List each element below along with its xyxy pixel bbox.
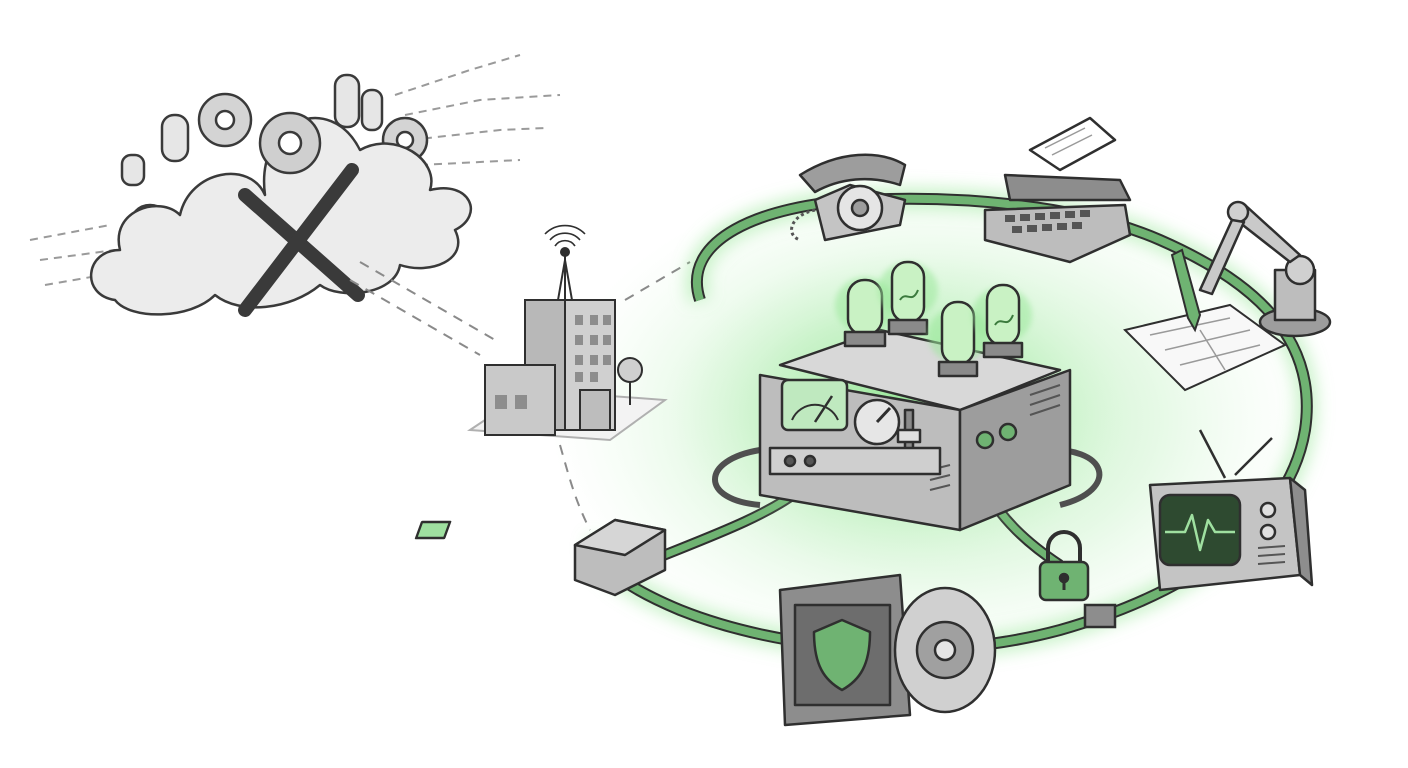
- office-building: [467, 224, 668, 442]
- vault-safe-icon: [778, 573, 997, 727]
- shield-icon: [812, 618, 872, 692]
- cable-connector-box-icon: [414, 518, 667, 597]
- cloud-cluster: [29, 54, 561, 317]
- retro-tv-icon: [1148, 429, 1314, 592]
- broken-links: [349, 261, 691, 531]
- cable-connector-box-icon: [1083, 603, 1117, 629]
- analog-meter-icon: [780, 378, 849, 432]
- gear-icon: [197, 92, 253, 148]
- heartbeat-waveform-icon: [1165, 513, 1235, 552]
- vacuum-tube-icon: [120, 73, 384, 187]
- typewriter-icon: [983, 116, 1132, 264]
- radio-tower-icon: [544, 224, 586, 301]
- x-mark-icon: [238, 163, 365, 317]
- tree-icon: [617, 357, 643, 405]
- rotary-telephone-icon: [790, 153, 907, 242]
- robotic-arm-icon: [1198, 200, 1332, 338]
- analog-hub-icon: [670, 250, 1130, 570]
- vacuum-tube-icon: [878, 260, 938, 336]
- slider-icon: [896, 408, 922, 467]
- gear-icon: [258, 111, 322, 175]
- pencil-icon: [1170, 248, 1202, 333]
- vacuum-tube-icon: [972, 283, 1032, 359]
- cloud-icon: [89, 117, 473, 316]
- padlock-icon: [1038, 530, 1090, 602]
- dial-knob-icon: [853, 398, 901, 446]
